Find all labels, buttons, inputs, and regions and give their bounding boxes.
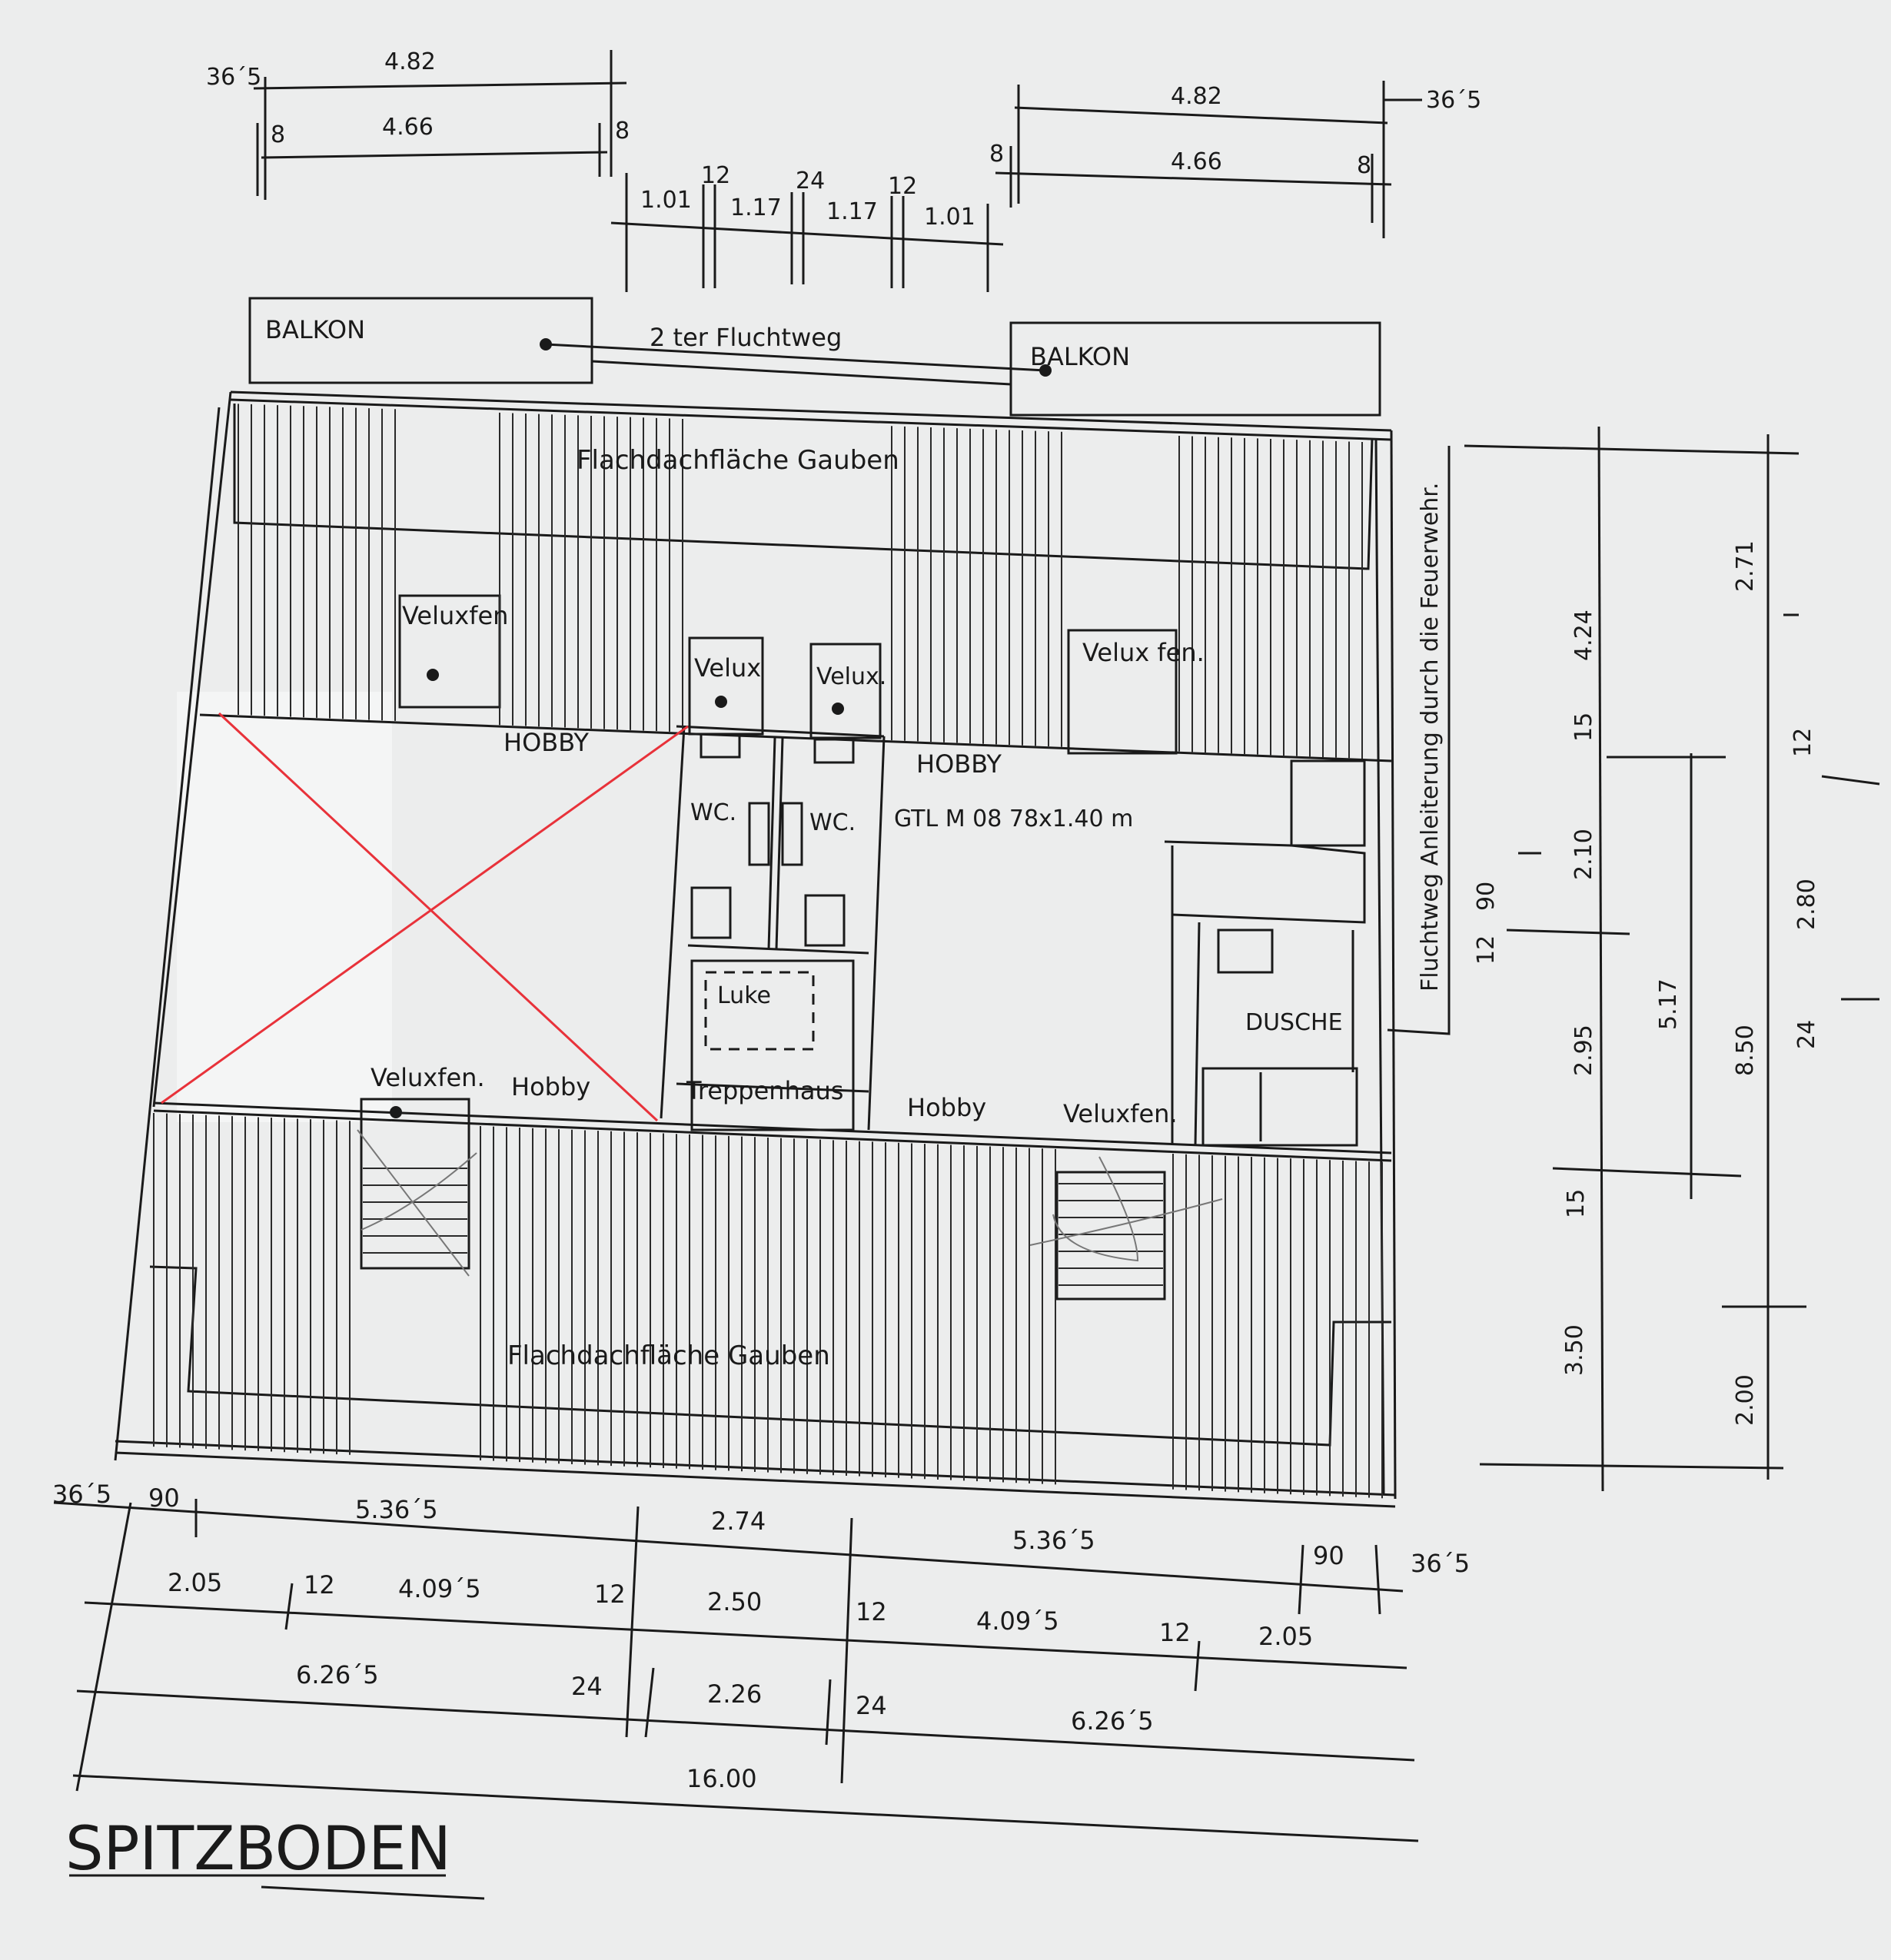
dim-r-c4-271: 2.71 — [1732, 540, 1759, 592]
dim-bot-a-274: 2.74 — [711, 1507, 766, 1536]
dim-r-c3-517: 5.17 — [1655, 978, 1682, 1030]
roof-bottom-label: Flachdachfläche Gauben — [507, 1340, 830, 1371]
dim-r-c4-200: 2.00 — [1732, 1374, 1759, 1426]
dim-bot-a-5365: 5.36´5 — [355, 1495, 438, 1524]
hobby-tl-label: HOBBY — [503, 728, 589, 757]
dim-r-c2-210: 2.10 — [1570, 829, 1597, 880]
velux-tr-label: Velux fen. — [1082, 638, 1205, 667]
dim-r-c2-15b: 15 — [1563, 1189, 1590, 1218]
dim-bot-b-12c: 12 — [856, 1597, 887, 1626]
dim-bot-a-365b: 36´5 — [1411, 1549, 1470, 1578]
hobby-tr-label: HOBBY — [916, 749, 1002, 779]
dim-r-c4-850: 8.50 — [1732, 1025, 1759, 1076]
dim-r-c2-295: 2.95 — [1570, 1025, 1597, 1076]
velux-hatching — [363, 1168, 1163, 1286]
dim-bot-c-24: 24 — [571, 1672, 603, 1701]
dim-bot-a-90b: 90 — [1313, 1541, 1344, 1570]
dim-bot-a-5365b: 5.36´5 — [1012, 1526, 1095, 1555]
dim-bot-b-12: 12 — [304, 1570, 335, 1600]
marker-dots — [390, 338, 1052, 1118]
pencil-scribbles — [357, 1129, 1223, 1277]
red-cross-mark — [161, 712, 689, 1122]
dim-bot-b-12b: 12 — [594, 1580, 626, 1609]
velux-bl-label: Veluxfen. — [371, 1063, 485, 1092]
dim-top-r-8a: 8 — [989, 141, 1004, 168]
dim-bot-c-24b: 24 — [856, 1691, 887, 1720]
gtl-label: GTL M 08 78x1.40 m — [894, 806, 1133, 832]
plan-linework — [53, 50, 1880, 1900]
dim-r-c2-15: 15 — [1570, 713, 1597, 742]
dim-r-c4-12: 12 — [1790, 728, 1816, 757]
roof-hatching-bottom — [153, 1113, 1383, 1499]
dim-top-r-365: 36´5 — [1426, 87, 1481, 114]
dim-top-l-8a: 8 — [271, 121, 285, 148]
velux-br-label: Veluxfen. — [1063, 1099, 1178, 1128]
hobby-br-label: Hobby — [907, 1093, 986, 1122]
dim-r-c2-350: 3.50 — [1561, 1324, 1588, 1376]
dim-bot-c-6265b: 6.26´5 — [1071, 1706, 1154, 1736]
dim-top-l-365: 36´5 — [206, 64, 261, 91]
dim-top-m-24: 24 — [796, 168, 825, 194]
dim-bot-b-4095: 4.09´5 — [398, 1574, 481, 1603]
dusche-label: DUSCHE — [1245, 1009, 1343, 1036]
dim-r-c2-424: 4.24 — [1570, 610, 1597, 661]
dim-top-l-482: 4.82 — [384, 48, 436, 75]
velux-tl-label: Veluxfen — [402, 601, 508, 630]
dim-bot-d-1600: 16.00 — [686, 1764, 757, 1793]
dim-r-c1-12: 12 — [1473, 935, 1500, 965]
dim-r-c4-24: 24 — [1793, 1020, 1820, 1049]
dim-bot-b-12d: 12 — [1159, 1618, 1191, 1647]
dim-top-m-12a: 12 — [701, 162, 730, 189]
dim-bot-b-205: 2.05 — [168, 1568, 222, 1597]
dim-top-m-12b: 12 — [888, 173, 917, 200]
paper-highlight — [177, 692, 392, 1122]
dim-top-m-101a: 1.01 — [640, 187, 692, 214]
treppenhaus-label: Treppenhaus — [686, 1076, 843, 1105]
velux-c1-label: Velux — [694, 653, 761, 683]
dim-bot-c-6265: 6.26´5 — [296, 1660, 379, 1689]
wc-left-label: WC. — [690, 799, 736, 826]
page-title: SPITZBODEN — [65, 1815, 451, 1884]
balkon-right-label: BALKON — [1030, 342, 1130, 371]
roof-top-label: Flachdachfläche Gauben — [577, 445, 899, 476]
dim-top-m-117a: 1.17 — [730, 194, 782, 221]
dim-bot-b-205b: 2.05 — [1258, 1622, 1313, 1651]
dim-top-l-8b: 8 — [615, 118, 630, 145]
dim-bot-b-4095b: 4.09´5 — [976, 1606, 1059, 1636]
escape-route-label: 2 ter Fluchtweg — [650, 323, 842, 352]
dim-top-r-466: 4.66 — [1171, 148, 1222, 175]
dim-top-r-482: 4.82 — [1171, 83, 1222, 110]
dim-top-l-466: 4.66 — [382, 114, 434, 141]
dim-top-r-8b: 8 — [1357, 152, 1371, 179]
roof-hatching-top — [238, 404, 1363, 759]
fire-route-label: Fluchtweg Anleiterung durch die Feuerweh… — [1417, 483, 1444, 992]
wc-right-label: WC. — [809, 809, 856, 836]
dim-top-m-117b: 1.17 — [826, 198, 878, 225]
dim-bot-a-365: 36´5 — [52, 1480, 111, 1509]
balkon-left-label: BALKON — [265, 315, 365, 344]
velux-c2-label: Velux. — [816, 663, 886, 690]
dim-top-m-101b: 1.01 — [924, 204, 975, 231]
dim-r-c4-280: 2.80 — [1793, 879, 1820, 930]
dim-bot-a-90: 90 — [148, 1483, 180, 1513]
luke-label: Luke — [717, 982, 771, 1009]
dim-bot-c-226: 2.26 — [707, 1679, 762, 1709]
dim-r-c1-90: 90 — [1473, 882, 1500, 911]
hobby-bl-label: Hobby — [511, 1072, 590, 1101]
dim-bot-b-250: 2.50 — [707, 1587, 762, 1616]
